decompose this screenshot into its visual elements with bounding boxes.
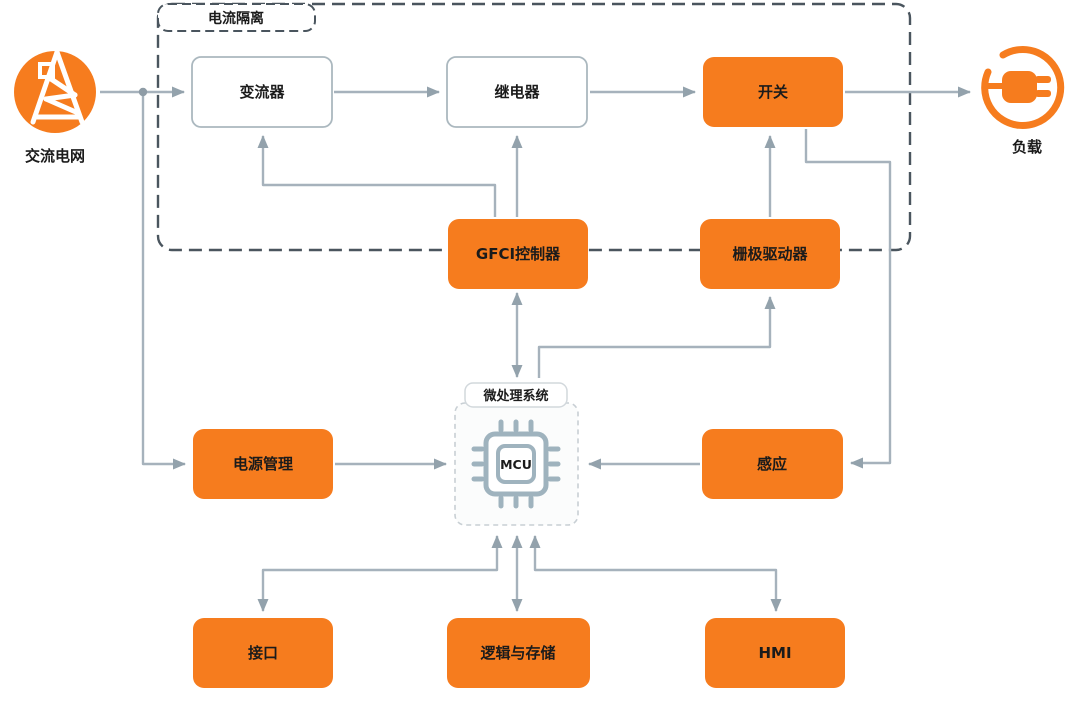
interface-label: 接口 [248, 644, 278, 662]
edge-switch-sensing [804, 129, 892, 469]
edge-acgrid-powermgmt [141, 92, 186, 470]
mcu-node: MCU [500, 457, 532, 472]
relay-node: 继电器 [446, 56, 588, 128]
switch-node: 开关 [703, 57, 843, 127]
logic-storage-label: 逻辑与存储 [480, 644, 555, 662]
ac-grid-label: 交流电网 [25, 147, 85, 165]
gate-driver-label: 栅极驱动器 [732, 245, 808, 263]
plug-icon [981, 46, 1065, 129]
microprocessor-group-label: 微处理系统 [482, 388, 548, 404]
gfci-label: GFCI控制器 [476, 245, 561, 263]
power-mgmt-label: 电源管理 [233, 455, 293, 473]
microprocessor-group: 微处理系统 MCU [454, 382, 579, 526]
power-tower-icon [14, 49, 96, 133]
hmi-node: HMI [705, 618, 845, 688]
edge-mcu-interface [257, 535, 503, 612]
edge-mcu-hmi [529, 535, 782, 612]
gate-driver-node: 栅极驱动器 [700, 219, 840, 289]
sensing-label: 感应 [757, 455, 787, 473]
edge-mcu-gatedriver [537, 296, 776, 378]
converter-node: 变流器 [191, 56, 333, 128]
switch-label: 开关 [758, 83, 788, 101]
mcu-chip-icon [471, 419, 561, 509]
edge-gfci-converter [257, 135, 497, 217]
logic-storage-node: 逻辑与存储 [447, 618, 590, 688]
connectors [100, 86, 971, 612]
interface-node: 接口 [193, 618, 333, 688]
gfci-node: GFCI控制器 [448, 219, 588, 289]
load-label: 负载 [1012, 138, 1042, 156]
power-mgmt-node: 电源管理 [193, 429, 333, 499]
sensing-node: 感应 [702, 429, 843, 499]
converter-label: 变流器 [239, 83, 285, 101]
relay-label: 继电器 [494, 83, 540, 101]
branch-junction-dot [138, 87, 148, 97]
isolation-group-label: 电流隔离 [208, 10, 264, 27]
hmi-label: HMI [758, 644, 791, 662]
